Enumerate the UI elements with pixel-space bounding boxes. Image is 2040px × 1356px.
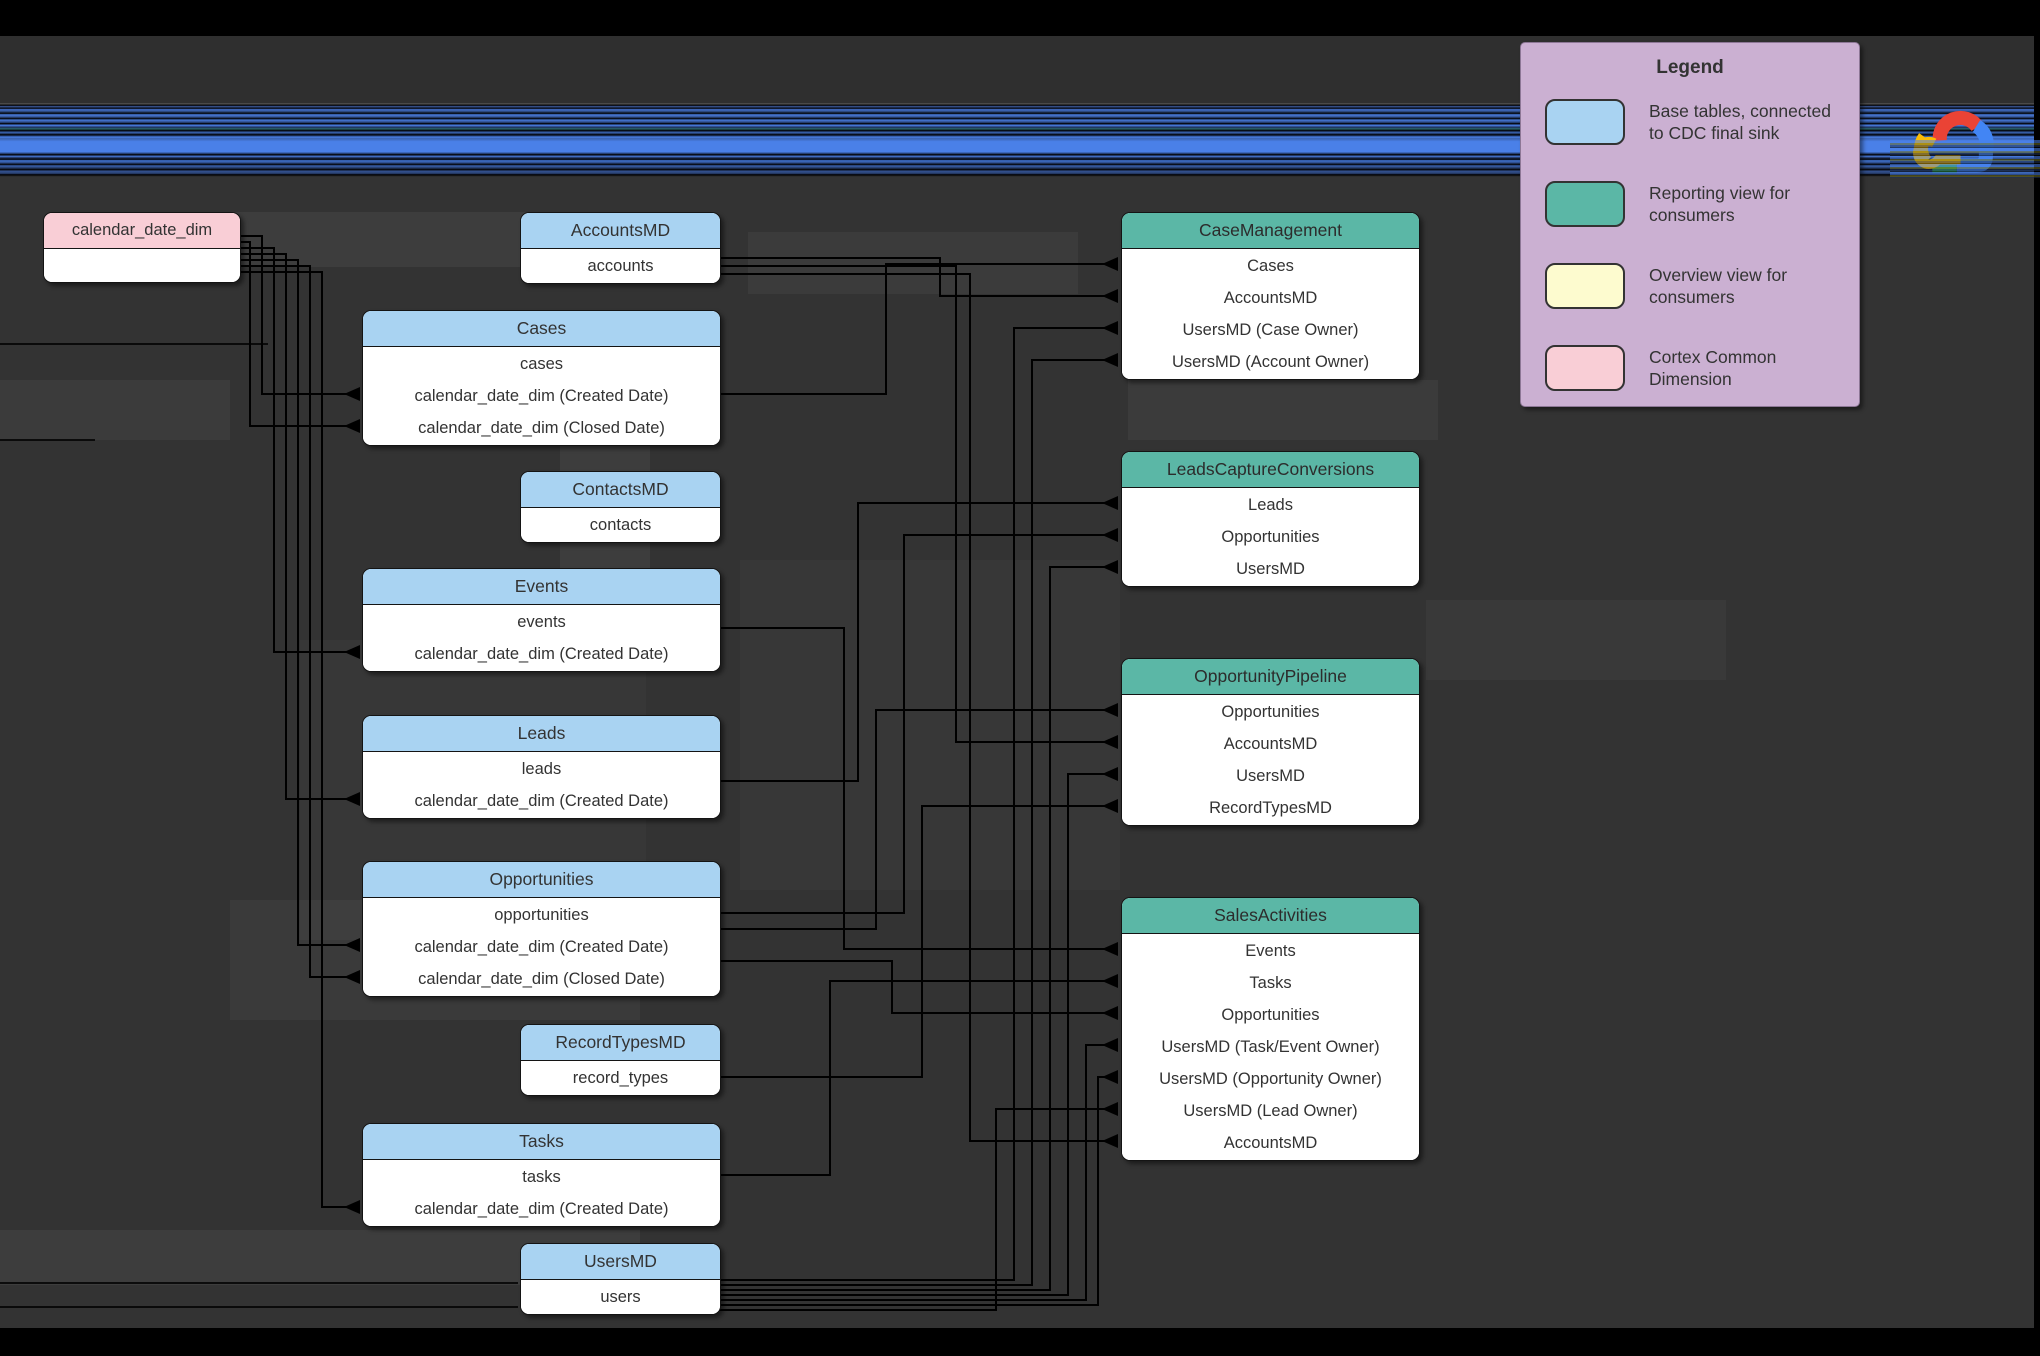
table-row[interactable]: AccountsMD (1223, 1134, 1318, 1152)
table-calendar-date-dim[interactable]: calendar_date_dim (43, 212, 241, 283)
table-row[interactable]: opportunities (494, 906, 589, 924)
table-events[interactable]: Events events calendar_date_dim (Created… (362, 568, 721, 672)
table-row[interactable]: RecordTypesMD (1209, 799, 1332, 817)
table-row[interactable]: UsersMD (Task/Event Owner) (1161, 1038, 1380, 1056)
table-row[interactable]: UsersMD (Opportunity Owner) (1159, 1070, 1382, 1088)
table-title[interactable]: calendar_date_dim (44, 213, 240, 249)
table-row[interactable]: users (600, 1288, 641, 1306)
table-recordtypesmd[interactable]: RecordTypesMD record_types (520, 1024, 721, 1096)
legend-item-label: Reporting view for consumers (1649, 183, 1791, 225)
view-title[interactable]: CaseManagement (1122, 213, 1419, 249)
table-row[interactable]: calendar_date_dim (Created Date) (414, 645, 669, 663)
table-row[interactable]: Tasks (1249, 974, 1292, 992)
view-title[interactable]: LeadsCaptureConversions (1122, 452, 1419, 488)
table-row[interactable]: Opportunities (1221, 703, 1320, 721)
reporting-view-swatch-icon (1545, 181, 1625, 227)
view-leadscaptureconversions[interactable]: LeadsCaptureConversions Leads Opportunit… (1121, 451, 1420, 587)
table-usersmd[interactable]: UsersMD users (520, 1243, 721, 1315)
legend-item: Cortex Common Dimension (1545, 345, 1859, 391)
cortex-dimension-swatch-icon (1545, 345, 1625, 391)
table-row[interactable]: Cases (1247, 257, 1294, 275)
table-opportunities[interactable]: Opportunities opportunities calendar_dat… (362, 861, 721, 997)
table-row[interactable]: calendar_date_dim (Created Date) (414, 387, 669, 405)
table-row[interactable]: UsersMD (Case Owner) (1182, 321, 1359, 339)
table-row[interactable]: cases (519, 355, 564, 373)
table-row[interactable]: events (517, 613, 566, 631)
legend-item-label: Cortex Common Dimension (1649, 347, 1777, 389)
table-row[interactable]: accounts (587, 257, 654, 275)
legend-item: Reporting view for consumers (1545, 181, 1859, 227)
table-title[interactable]: Events (363, 569, 720, 605)
table-body (44, 249, 240, 282)
table-accountsmd[interactable]: AccountsMD accounts (520, 212, 721, 284)
table-title[interactable]: Tasks (363, 1124, 720, 1160)
table-title[interactable]: UsersMD (521, 1244, 720, 1280)
table-row[interactable]: AccountsMD (1223, 735, 1318, 753)
background-artifact (1128, 380, 1438, 440)
table-row[interactable]: Opportunities (1221, 1006, 1320, 1024)
view-casemanagement[interactable]: CaseManagement Cases AccountsMD UsersMD … (1121, 212, 1420, 380)
base-table-swatch-icon (1545, 99, 1625, 145)
table-title[interactable]: Cases (363, 311, 720, 347)
table-row[interactable]: Leads (1248, 496, 1293, 514)
legend-item-label: Overview view for consumers (1649, 265, 1788, 307)
table-row[interactable]: UsersMD (Lead Owner) (1183, 1102, 1358, 1120)
legend[interactable]: Legend Base tables, connected to CDC fin… (1520, 42, 1860, 407)
view-title[interactable]: SalesActivities (1122, 898, 1419, 934)
legend-title: Legend (1656, 57, 1724, 78)
legend-item-label: Base tables, connected to CDC final sink (1649, 101, 1831, 143)
table-row[interactable]: record_types (572, 1069, 669, 1087)
table-title[interactable]: ContactsMD (521, 472, 720, 508)
table-row[interactable]: Opportunities (1221, 528, 1320, 546)
table-title[interactable]: RecordTypesMD (521, 1025, 720, 1061)
table-cases[interactable]: Cases cases calendar_date_dim (Created D… (362, 310, 721, 446)
glitch-banner-overlay (1890, 140, 2040, 178)
legend-item: Overview view for consumers (1545, 263, 1859, 309)
table-row[interactable]: calendar_date_dim (Closed Date) (418, 970, 665, 988)
table-row[interactable]: leads (521, 760, 562, 778)
table-row[interactable]: contacts (589, 516, 652, 534)
table-contactsmd[interactable]: ContactsMD contacts (520, 471, 721, 543)
table-row[interactable]: calendar_date_dim (Created Date) (414, 938, 669, 956)
table-tasks[interactable]: Tasks tasks calendar_date_dim (Created D… (362, 1123, 721, 1227)
view-opportunitypipeline[interactable]: OpportunityPipeline Opportunities Accoun… (1121, 658, 1420, 826)
table-title[interactable]: Opportunities (363, 862, 720, 898)
table-row[interactable]: AccountsMD (1223, 289, 1318, 307)
overview-view-swatch-icon (1545, 263, 1625, 309)
view-title[interactable]: OpportunityPipeline (1122, 659, 1419, 695)
background-artifact (0, 380, 230, 440)
table-title[interactable]: Leads (363, 716, 720, 752)
table-title[interactable]: AccountsMD (521, 213, 720, 249)
table-leads[interactable]: Leads leads calendar_date_dim (Created D… (362, 715, 721, 819)
view-salesactivities[interactable]: SalesActivities Events Tasks Opportuniti… (1121, 897, 1420, 1161)
table-row[interactable]: calendar_date_dim (Created Date) (414, 1200, 669, 1218)
table-row[interactable]: UsersMD (Account Owner) (1171, 353, 1370, 371)
table-row[interactable]: calendar_date_dim (Created Date) (414, 792, 669, 810)
table-row[interactable]: UsersMD (1236, 560, 1305, 578)
table-row[interactable]: calendar_date_dim (Closed Date) (418, 419, 665, 437)
table-row[interactable]: UsersMD (1236, 767, 1305, 785)
legend-item: Base tables, connected to CDC final sink (1545, 99, 1859, 145)
table-row[interactable]: Events (1245, 942, 1296, 960)
table-row[interactable]: tasks (522, 1168, 561, 1186)
